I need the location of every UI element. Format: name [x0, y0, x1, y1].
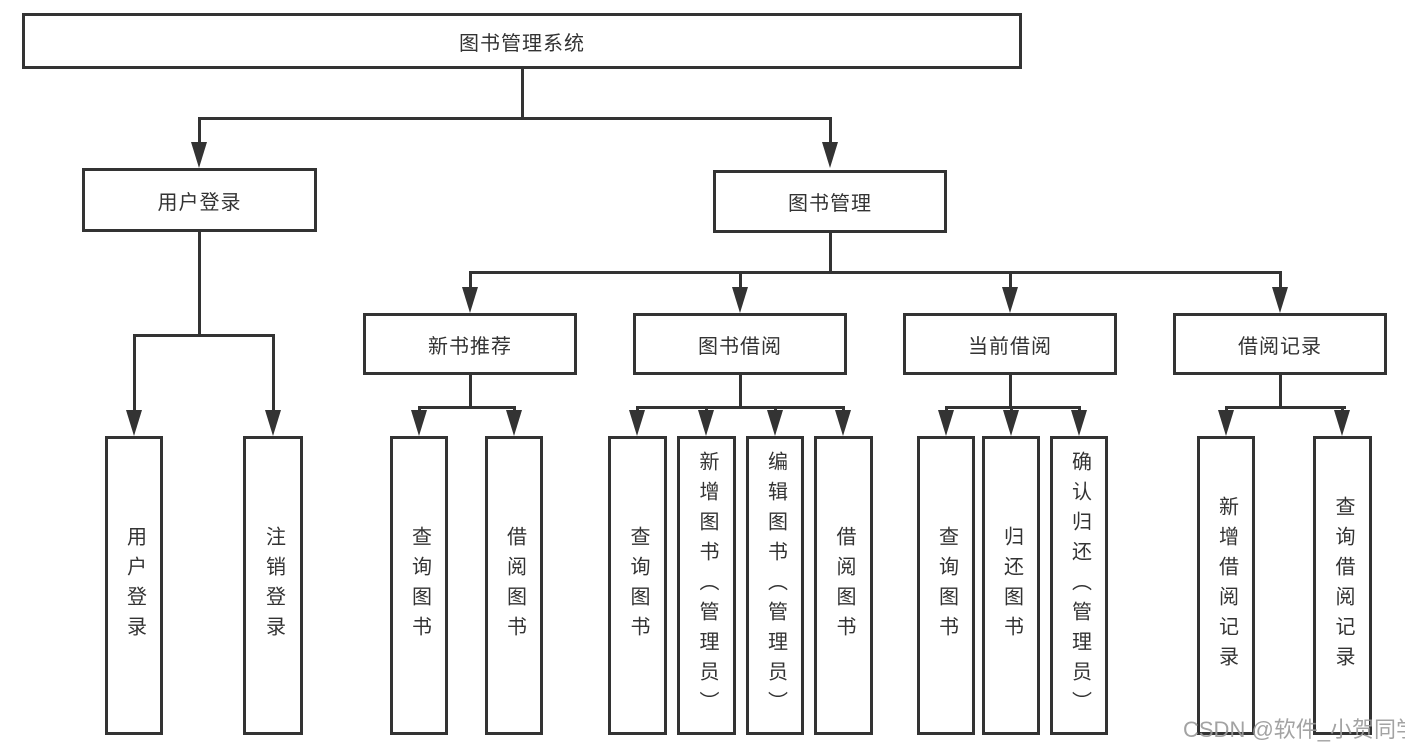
- leaf-logout-label: 注销登录: [262, 525, 285, 646]
- leaf-query-books-borrowing: 查询图书: [608, 436, 667, 735]
- connector-line: [1278, 270, 1282, 291]
- node-current-borrowing: 当前借阅: [903, 313, 1117, 375]
- leaf-edit-book-admin-label: 编辑图书（管理员）: [764, 450, 787, 721]
- leaf-query-books-current-label: 查询图书: [935, 525, 958, 646]
- node-book-borrowing: 图书借阅: [633, 313, 847, 375]
- leaf-query-books-recommend: 查询图书: [390, 436, 448, 735]
- leaf-borrow-books-borrowing-label: 借阅图书: [833, 525, 855, 646]
- connector-line: [828, 116, 832, 147]
- node-root-label: 图书管理系统: [459, 32, 585, 55]
- arrow-down-icon: [462, 287, 478, 313]
- arrow-down-icon: [1003, 410, 1019, 436]
- leaf-edit-book-admin: 编辑图书（管理员）: [746, 436, 804, 735]
- leaf-return-books-label: 归还图书: [1000, 525, 1023, 646]
- connector-line: [1278, 375, 1282, 409]
- connector-line: [828, 233, 832, 274]
- node-borrowing-records-label: 借阅记录: [1238, 335, 1322, 358]
- node-user-login: 用户登录: [82, 168, 317, 232]
- connector-line: [468, 375, 472, 409]
- connector-line: [197, 116, 832, 120]
- arrow-down-icon: [767, 410, 783, 436]
- arrow-down-icon: [265, 410, 281, 436]
- connector-line: [738, 270, 742, 291]
- connector-line: [197, 116, 201, 147]
- connector-line: [1008, 270, 1012, 291]
- arrow-down-icon: [629, 410, 645, 436]
- leaf-user-login-label: 用户登录: [123, 525, 146, 646]
- arrow-down-icon: [732, 287, 748, 313]
- arrow-down-icon: [1272, 287, 1288, 313]
- leaf-add-book-admin-label: 新增图书（管理员）: [696, 450, 718, 721]
- arrow-down-icon: [835, 410, 851, 436]
- leaf-borrow-books-recommend: 借阅图书: [485, 436, 543, 735]
- arrow-down-icon: [1218, 410, 1234, 436]
- connector-line: [738, 375, 742, 409]
- leaf-borrow-books-borrowing: 借阅图书: [814, 436, 873, 735]
- connector-line: [1224, 405, 1346, 409]
- connector-line: [417, 405, 516, 409]
- node-borrowing-records: 借阅记录: [1173, 313, 1387, 375]
- leaf-query-borrowing-record-label: 查询借阅记录: [1332, 495, 1354, 676]
- leaf-add-borrowing-record-label: 新增借阅记录: [1215, 495, 1238, 676]
- arrow-down-icon: [698, 410, 714, 436]
- leaf-borrow-books-recommend-label: 借阅图书: [503, 525, 526, 646]
- arrow-down-icon: [191, 142, 207, 168]
- node-root: 图书管理系统: [22, 13, 1022, 69]
- connector-line: [271, 333, 275, 414]
- connector-line: [944, 405, 1081, 409]
- leaf-query-books-borrowing-label: 查询图书: [627, 525, 649, 646]
- leaf-query-borrowing-record: 查询借阅记录: [1313, 436, 1372, 735]
- arrow-down-icon: [938, 410, 954, 436]
- arrow-down-icon: [1334, 410, 1350, 436]
- connector-line: [197, 232, 201, 336]
- connector-line: [520, 69, 524, 118]
- leaf-query-books-recommend-label: 查询图书: [408, 525, 431, 646]
- node-book-borrowing-label: 图书借阅: [698, 335, 782, 358]
- leaf-confirm-return-admin: 确认归还（管理员）: [1050, 436, 1108, 735]
- arrow-down-icon: [1071, 410, 1087, 436]
- leaf-add-book-admin: 新增图书（管理员）: [677, 436, 736, 735]
- connector-line: [1008, 375, 1012, 409]
- connector-line: [468, 270, 472, 291]
- connector-line: [636, 405, 845, 409]
- leaf-confirm-return-admin-label: 确认归还（管理员）: [1068, 450, 1091, 721]
- connector-line: [132, 333, 136, 414]
- leaf-return-books: 归还图书: [982, 436, 1040, 735]
- arrow-down-icon: [822, 142, 838, 168]
- leaf-query-books-current: 查询图书: [917, 436, 975, 735]
- node-book-management: 图书管理: [713, 170, 947, 233]
- node-new-book-recommend-label: 新书推荐: [428, 335, 512, 358]
- connector-line: [132, 333, 275, 337]
- arrow-down-icon: [411, 410, 427, 436]
- connector-line: [468, 270, 1282, 274]
- node-new-book-recommend: 新书推荐: [363, 313, 577, 375]
- node-current-borrowing-label: 当前借阅: [968, 335, 1052, 358]
- watermark: CSDN @软件_小贺同学: [1183, 717, 1405, 742]
- leaf-logout: 注销登录: [243, 436, 303, 735]
- leaf-user-login: 用户登录: [105, 436, 163, 735]
- node-user-login-label: 用户登录: [157, 191, 242, 214]
- arrow-down-icon: [126, 410, 142, 436]
- node-book-management-label: 图书管理: [788, 193, 872, 215]
- arrow-down-icon: [1002, 287, 1018, 313]
- arrow-down-icon: [506, 410, 522, 436]
- leaf-add-borrowing-record: 新增借阅记录: [1197, 436, 1255, 735]
